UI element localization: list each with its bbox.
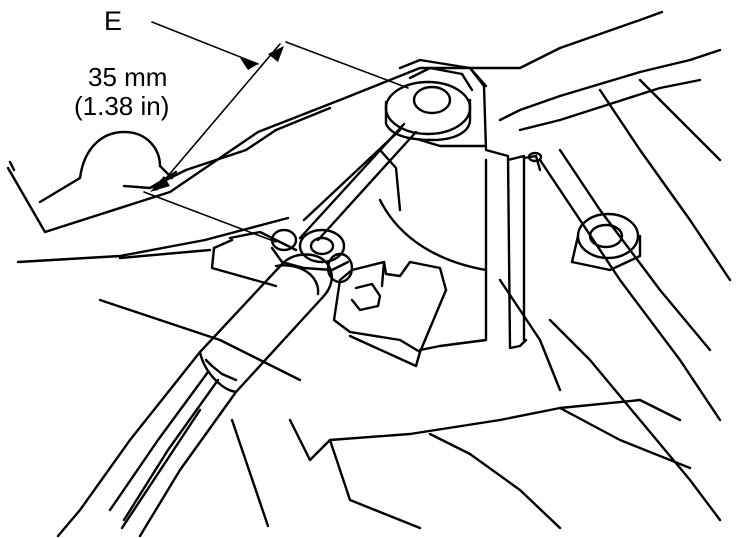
cable-end-fitting [270,228,354,284]
housing-body [6,10,732,530]
upper-clip [384,66,474,142]
cable-housing [56,253,333,538]
lower-clip [332,260,448,368]
dimension-arrows [150,46,284,192]
callout-label: E [104,6,123,36]
measurement-imperial: (1.38 in) [74,91,170,121]
cable-bracket [210,58,543,352]
cable-rod [298,122,418,242]
measurement-metric: 35 mm [88,62,168,92]
